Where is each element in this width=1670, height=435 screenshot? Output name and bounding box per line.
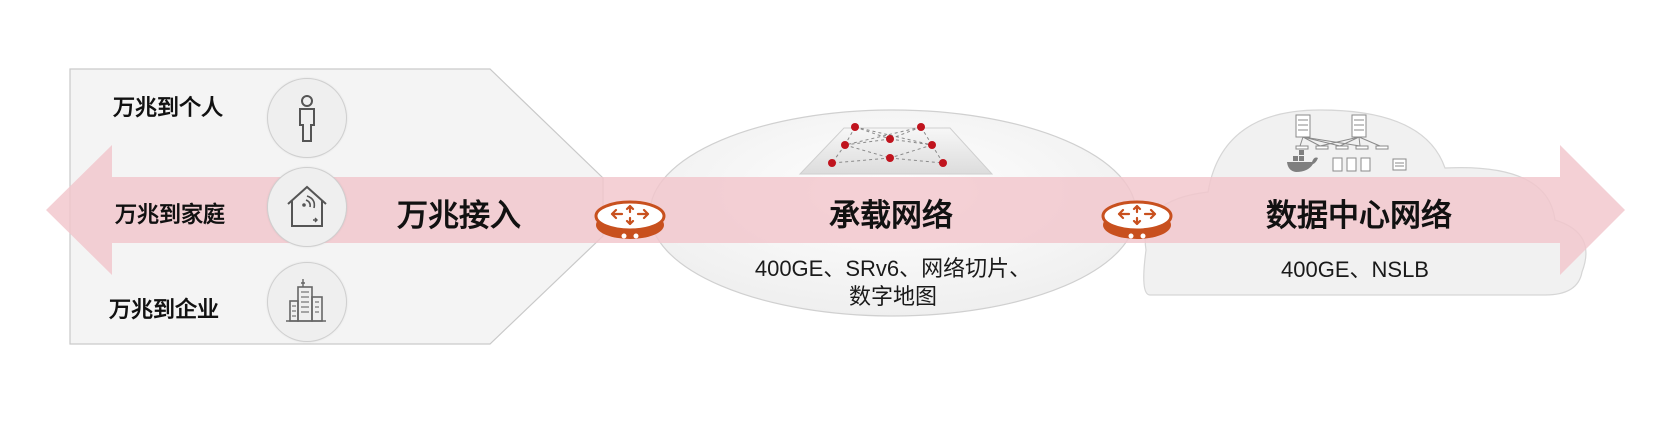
datacenter-title: 数据中心网络 bbox=[1266, 198, 1452, 233]
access-title: 万兆接入 bbox=[397, 198, 521, 233]
bearer-title: 承载网络 bbox=[829, 198, 953, 233]
datacenter-description: 400GE、NSLB bbox=[1281, 257, 1429, 282]
home-icon-circle bbox=[267, 167, 347, 247]
network-topology-links bbox=[831, 126, 944, 164]
bearer-description: 400GE、SRv6、网络切片、 数字地图 bbox=[720, 255, 1066, 311]
bearer-description-line2: 数字地图 bbox=[848, 284, 937, 309]
building-icon bbox=[286, 279, 326, 322]
router-icon-right bbox=[1101, 200, 1173, 239]
container-whale-icon bbox=[1287, 150, 1318, 172]
server-cluster-icon bbox=[1295, 114, 1407, 172]
access-item-enterprise-label: 万兆到企业 bbox=[109, 297, 220, 322]
person-icon bbox=[299, 95, 315, 142]
router-icon-left bbox=[594, 200, 666, 239]
building-icon-circle bbox=[267, 262, 347, 342]
home-icon bbox=[287, 185, 327, 227]
network-nodes bbox=[828, 123, 947, 167]
access-item-personal-label: 万兆到个人 bbox=[113, 95, 224, 120]
bearer-description-line1: 400GE、SRv6、网络切片、 bbox=[754, 256, 1032, 281]
double-arrow-band bbox=[46, 145, 1625, 275]
access-item-home-label: 万兆到家庭 bbox=[115, 202, 226, 227]
person-icon-circle bbox=[267, 78, 347, 158]
